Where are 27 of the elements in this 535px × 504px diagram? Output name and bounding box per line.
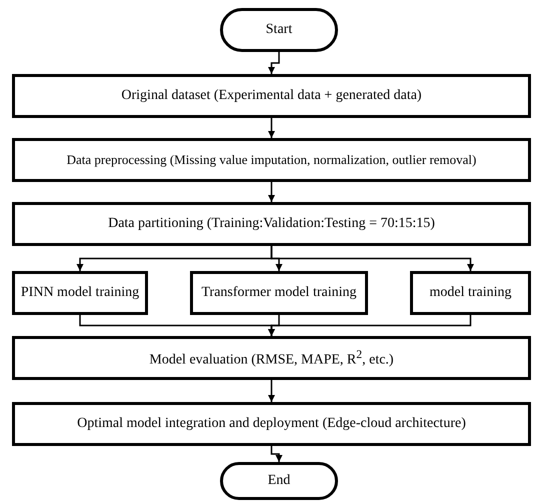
terminal-shape xyxy=(220,462,338,500)
node-label: Data preprocessing (Missing value imputation, normalization, outlier removal) xyxy=(66,152,476,168)
arrow xyxy=(270,446,282,462)
process-box xyxy=(12,202,531,246)
node-label: Transformer model training xyxy=(201,284,356,302)
node-label: Optimal model integration and deployment (Edge-cloud architecture) xyxy=(77,416,466,432)
terminal-shape xyxy=(220,8,338,52)
arrow xyxy=(268,182,275,202)
process-box xyxy=(12,336,531,380)
node-label: PINN model training xyxy=(20,284,140,302)
node-label: Start xyxy=(266,22,292,38)
node-label: Original dataset (Experimental data + generated data) xyxy=(121,88,422,104)
arrow xyxy=(268,380,275,402)
process-box xyxy=(12,402,531,446)
node-label: Data partitioning (Training:Validation:Testing = 70:15:15) xyxy=(108,216,435,232)
node-label: End xyxy=(268,472,290,490)
arrow xyxy=(268,52,280,74)
arrow xyxy=(268,315,472,336)
process-box xyxy=(12,138,531,182)
node-label: Model evaluation (RMSE, MAPE, R$^{2}$, etc.) xyxy=(149,348,394,368)
process-box xyxy=(190,271,368,315)
process-box xyxy=(410,271,531,315)
process-box xyxy=(12,74,531,118)
arrow xyxy=(268,118,275,138)
node-label: model training xyxy=(429,284,512,302)
arrow xyxy=(270,246,474,271)
process-box xyxy=(12,271,148,315)
